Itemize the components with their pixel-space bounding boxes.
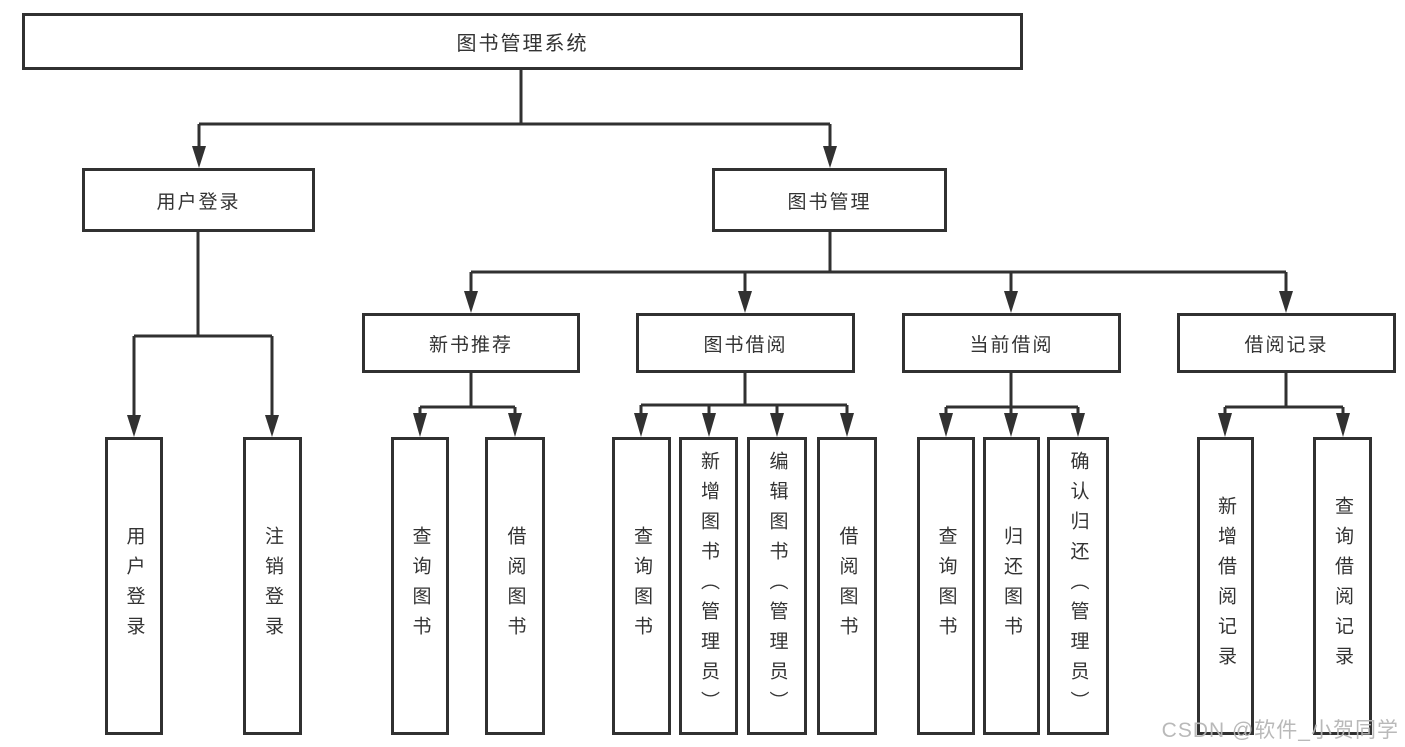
leaf-cb-confirm-return-admin: 确认归还（管理员） [1047,437,1109,735]
node-label: 编辑图书（管理员） [766,451,788,721]
arrowheads-user-login-leaves [127,415,279,437]
node-library-management-system: 图书管理系统 [22,13,1023,70]
arrowheads-book-borrow [634,413,854,437]
node-borrow-records: 借阅记录 [1177,313,1396,373]
leaf-bb-query-books: 查询图书 [612,437,671,735]
node-label: 查询借阅记录 [1332,496,1353,676]
node-label: 新增图书（管理员） [698,451,719,721]
node-label: 借阅记录 [1244,334,1329,356]
node-user-login: 用户登录 [82,168,315,232]
leaf-br-add-record: 新增借阅记录 [1197,437,1254,735]
node-label: 图书管理系统 [456,33,589,55]
node-book-borrow: 图书借阅 [636,313,855,373]
connector-new-book-recommend-to-leaves [418,373,517,418]
node-label: 查询图书 [631,526,652,646]
node-label: 确认归还（管理员） [1067,451,1089,721]
node-label: 当前借阅 [969,334,1054,356]
node-label: 新书推荐 [428,334,513,356]
leaf-cb-return-books: 归还图书 [983,437,1040,735]
node-label: 查询图书 [935,526,957,646]
node-book-management: 图书管理 [712,168,947,232]
leaf-nbr-query-books: 查询图书 [391,437,449,735]
leaf-logout: 注销登录 [243,437,302,735]
arrowheads-borrow-records [1218,413,1350,437]
node-label: 用户登录 [156,191,241,213]
node-label: 归还图书 [1001,526,1022,646]
connector-current-borrow-to-leaves [944,373,1080,418]
leaf-bb-edit-books-admin: 编辑图书（管理员） [747,437,807,735]
node-new-book-recommend: 新书推荐 [362,313,580,373]
arrowheads-current-borrow [939,413,1085,437]
leaf-nbr-borrow-books: 借阅图书 [485,437,545,735]
node-label: 新增借阅记录 [1215,496,1236,676]
node-label: 借阅图书 [836,526,858,646]
node-current-borrow: 当前借阅 [902,313,1121,373]
connector-user-login-to-leaves [132,232,274,418]
connector-book-management-to-level3 [469,232,1288,293]
arrowheads-new-book-recommend [413,413,522,437]
node-label: 借阅图书 [504,526,526,646]
connector-root-to-level2 [197,70,832,150]
leaf-br-query-record: 查询借阅记录 [1313,437,1372,735]
leaf-bb-add-books-admin: 新增图书（管理员） [679,437,738,735]
node-label: 注销登录 [262,526,283,646]
arrowheads-level2 [192,146,837,168]
connector-book-borrow-to-leaves [639,373,849,418]
arrowheads-level3 [464,291,1293,313]
leaf-cb-query-books: 查询图书 [917,437,975,735]
node-label: 图书借阅 [703,334,788,356]
node-label: 查询图书 [409,526,431,646]
node-label: 图书管理 [787,191,872,213]
node-label: 用户登录 [123,526,145,646]
leaf-bb-borrow-books: 借阅图书 [817,437,877,735]
leaf-user-login: 用户登录 [105,437,163,735]
connector-borrow-records-to-leaves [1223,373,1345,418]
csdn-watermark: CSDN @软件_小贺同学 [1161,719,1399,742]
